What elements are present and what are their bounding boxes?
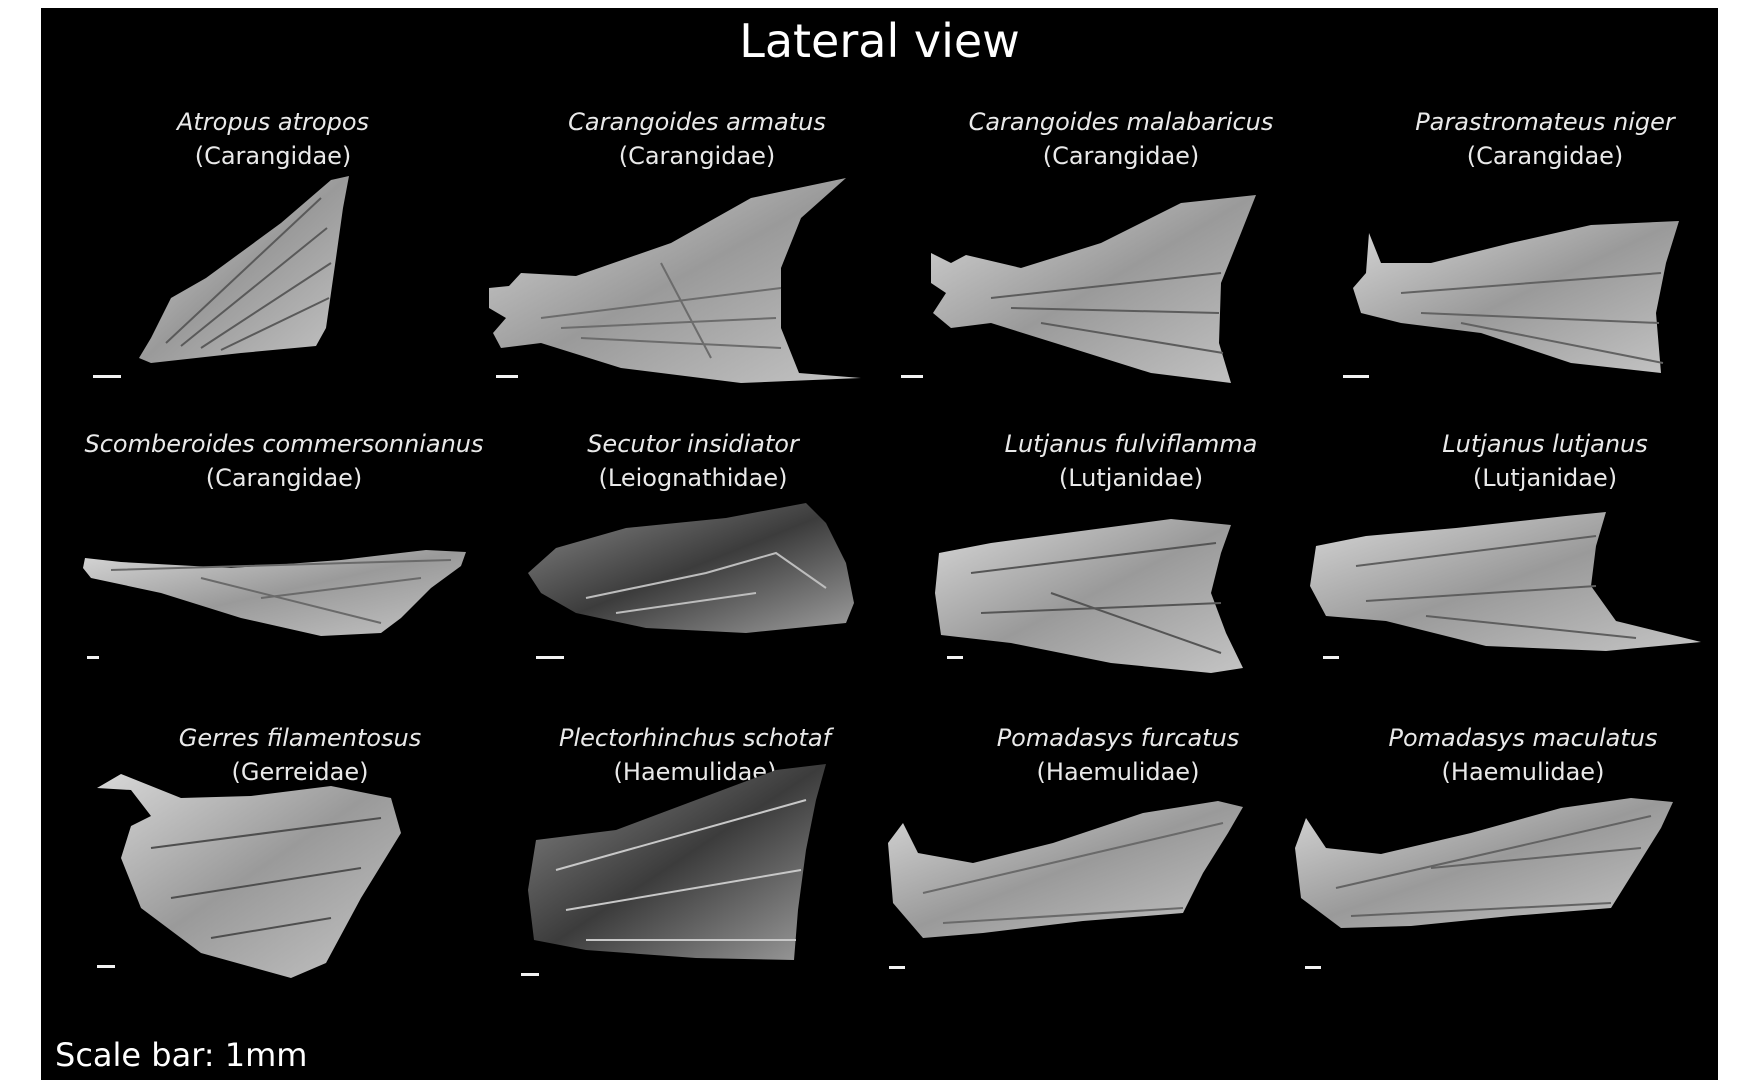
- specimen-family: (Gerreidae): [231, 758, 369, 786]
- specimen-image: [97, 774, 401, 978]
- specimen-name: Atropus atropos: [176, 108, 370, 136]
- specimen-name: Pomadasys maculatus: [1388, 724, 1658, 752]
- specimen-name: Plectorhinchus schotaf: [558, 724, 832, 752]
- specimen-image: [888, 801, 1243, 938]
- specimen-image: [1310, 512, 1701, 651]
- specimen-family: (Lutjanidae): [1472, 464, 1618, 492]
- specimen-image: [489, 178, 861, 383]
- figure-title: Lateral view: [739, 14, 1020, 68]
- scale-bar: [1305, 966, 1321, 969]
- specimen-image: [1353, 221, 1679, 373]
- specimen-image: [528, 503, 854, 633]
- specimen-family: (Carangidae): [1466, 142, 1624, 170]
- specimen-family: (Carangidae): [194, 142, 352, 170]
- specimen-name: Lutjanus lutjanus: [1442, 430, 1648, 458]
- specimen-image: [1295, 798, 1673, 928]
- specimen-family: (Carangidae): [618, 142, 776, 170]
- specimen-image: [139, 176, 349, 363]
- specimen-name: Lutjanus fulviflamma: [1004, 430, 1258, 458]
- scale-bar: [536, 656, 564, 659]
- scale-bar: [947, 656, 963, 659]
- scale-bar: [521, 973, 539, 976]
- scale-bar: [87, 656, 99, 659]
- specimen-family: (Haemulidae): [1036, 758, 1200, 786]
- scale-bar: [1323, 656, 1339, 659]
- specimen-image: [528, 764, 826, 960]
- specimen-name: Carangoides malabaricus: [968, 108, 1274, 136]
- scale-bar: [901, 375, 923, 378]
- specimen-family: (Carangidae): [205, 464, 363, 492]
- specimen-name: Parastromateus niger: [1415, 108, 1675, 136]
- specimen-name: Gerres filamentosus: [178, 724, 422, 752]
- scale-bar: [97, 965, 115, 968]
- scale-bar-caption: Scale bar: 1mm: [55, 1036, 308, 1074]
- figure-panel: Lateral view Atropus atropos (Carangidae…: [41, 8, 1718, 1080]
- specimen-name: Secutor insidiator: [587, 430, 799, 458]
- specimen-name: Pomadasys furcatus: [996, 724, 1240, 752]
- specimen-family: (Leiognathidae): [598, 464, 788, 492]
- specimen-image: [935, 519, 1243, 673]
- specimen-image: [83, 550, 466, 636]
- specimen-family: (Haemulidae): [1441, 758, 1605, 786]
- specimen-name: Scomberoides commersonnianus: [84, 430, 484, 458]
- specimen-family: (Carangidae): [1042, 142, 1200, 170]
- specimen-family: (Lutjanidae): [1058, 464, 1204, 492]
- specimen-image: [931, 195, 1256, 383]
- scale-bar: [93, 375, 121, 378]
- scale-bar: [889, 966, 905, 969]
- specimen-name: Carangoides armatus: [568, 108, 826, 136]
- scale-bar: [496, 375, 518, 378]
- scale-bar: [1343, 375, 1369, 378]
